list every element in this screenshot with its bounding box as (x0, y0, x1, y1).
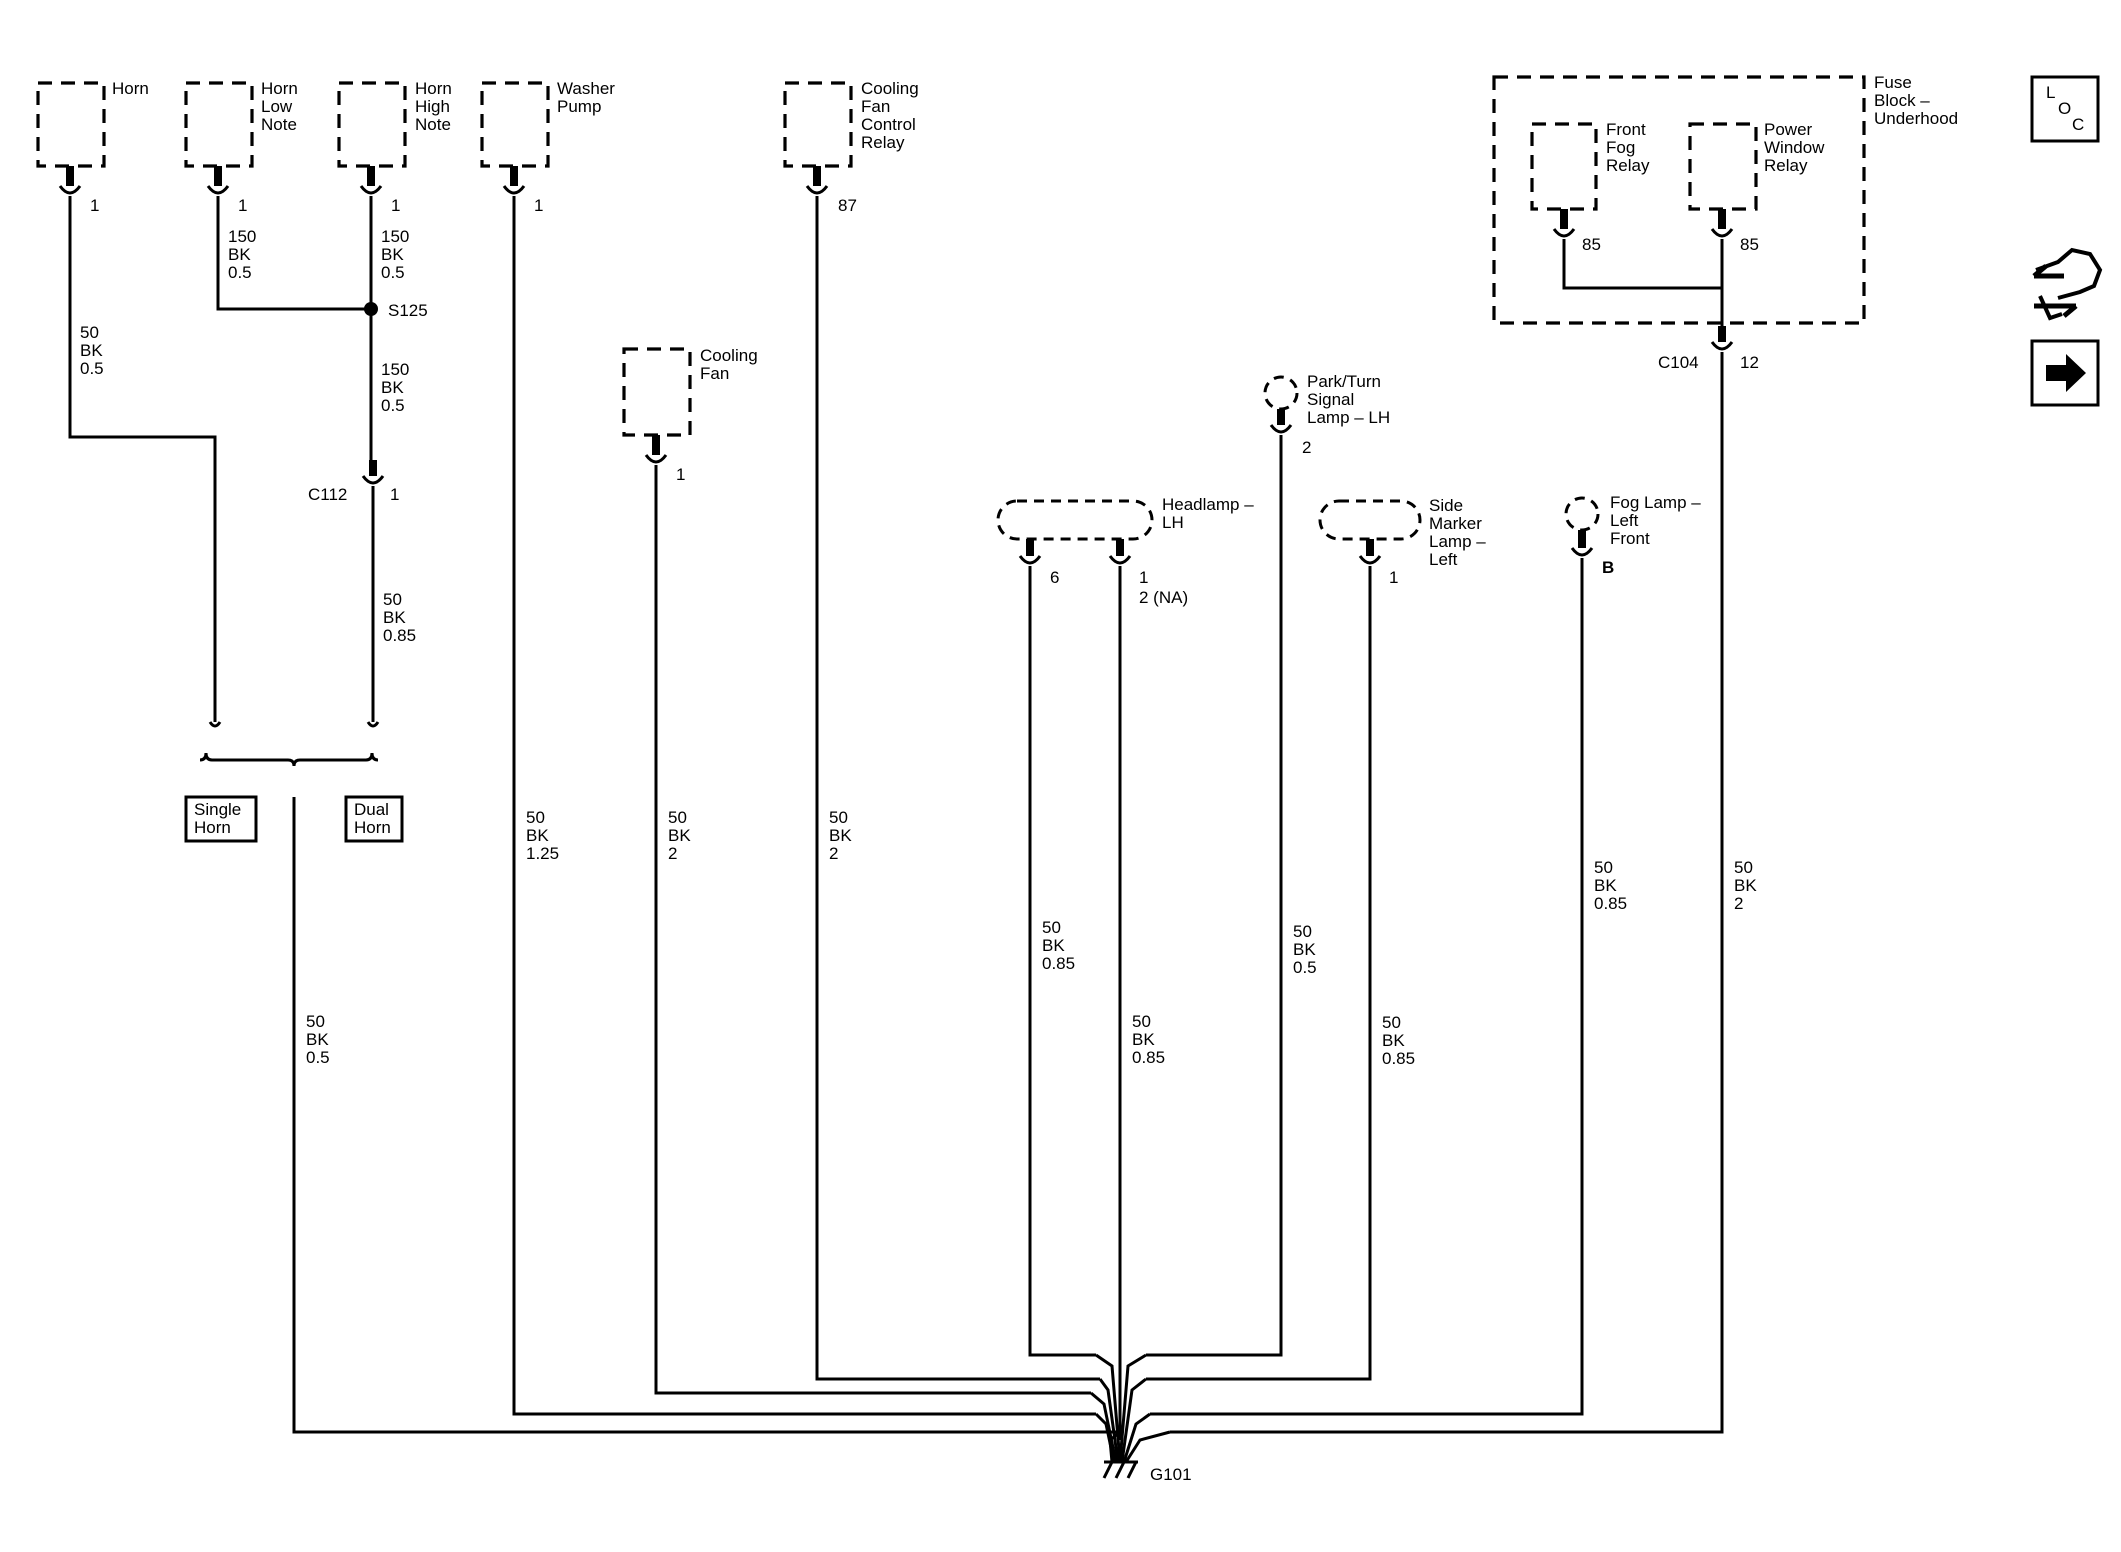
connector-labels: S125 C112 C104 (308, 301, 1699, 504)
cooling-fan-component[interactable]: Cooling Fan (622, 346, 762, 437)
headlamp-pin-b-na: 2 (NA) (1139, 588, 1188, 607)
front-fog-relay-label: Front Fog Relay (1606, 120, 1650, 175)
horn-high-note-pin: 1 (391, 196, 400, 215)
c104-label: C104 (1658, 353, 1699, 372)
s125-label: S125 (388, 301, 428, 320)
horn-pin: 1 (90, 196, 99, 215)
svg-text:L: L (2046, 83, 2055, 102)
washer-pump-label: Washer Pump (557, 79, 620, 116)
ground-g101-label: G101 (1150, 1465, 1192, 1484)
fuse-block-label: Fuse Block – Underhood (1874, 73, 1958, 128)
wire-spec-washer: 50 BK 1.25 (526, 808, 559, 863)
fog-lamp-pin: B (1602, 558, 1614, 577)
wire-spec-fuse-block: 50 BK 2 (1734, 858, 1761, 913)
fuse-block-underhood-component[interactable]: Fuse Block – Underhood (1492, 73, 1958, 325)
loc-icon[interactable]: L O C (2030, 75, 2100, 143)
c112-label: C112 (308, 485, 347, 504)
wire-spec-labels: 50 BK 0.5 150 BK 0.5 150 BK 0.5 150 BK 0… (80, 227, 1761, 1068)
washer-pump-pin: 1 (534, 196, 543, 215)
horn-low-note-pin: 1 (238, 196, 247, 215)
horn-low-note-label: Horn Low Note (261, 79, 303, 134)
cooling-fan-pin: 1 (676, 465, 685, 484)
wire-spec-horn-high: 150 BK 0.5 (381, 227, 414, 282)
park-turn-lamp-pin: 2 (1302, 438, 1311, 457)
c104-pin: 12 (1740, 353, 1759, 372)
front-fog-relay-component[interactable]: Front Fog Relay (1530, 120, 1650, 211)
wire-spec-cooling-fan: 50 BK 2 (668, 808, 695, 863)
wire-spec-fog-lamp: 50 BK 0.85 (1594, 858, 1627, 913)
wire-spec-side-marker: 50 BK 0.85 (1382, 1013, 1415, 1068)
power-window-relay-component[interactable]: Power Window Relay (1688, 120, 1829, 211)
front-fog-relay-pin: 85 (1582, 235, 1601, 254)
wire-spec-headlamp-6: 50 BK 0.85 (1042, 918, 1075, 973)
headlamp-lh-label: Headlamp – LH (1162, 495, 1258, 532)
horn-high-note-label: Horn High Note (415, 79, 457, 134)
single-horn-label: Single Horn (194, 800, 246, 837)
power-window-relay-pin: 85 (1740, 235, 1759, 254)
side-marker-lamp-label: Side Marker Lamp – Left (1429, 496, 1490, 569)
wire-spec-cooling-relay: 50 BK 2 (829, 808, 856, 863)
wire-spec-c112-out: 50 BK 0.85 (383, 590, 416, 645)
svg-text:O: O (2058, 99, 2071, 118)
dual-horn-option[interactable]: Dual Horn (344, 795, 404, 843)
dual-horn-label: Dual Horn (354, 800, 394, 837)
park-turn-lamp-component[interactable]: Park/Turn Signal Lamp – LH (1263, 372, 1390, 427)
wire-spec-headlamp-1: 50 BK 0.85 (1132, 1012, 1165, 1067)
horn-component[interactable]: Horn (36, 79, 149, 168)
headlamp-pin-a: 6 (1050, 568, 1059, 587)
cooling-fan-control-relay-label: Cooling Fan Control Relay (861, 79, 923, 152)
pin-labels: 1 1 1 1 87 1 2 6 1 2 (NA) 1 B 85 85 12 1 (90, 196, 1759, 607)
headlamp-lh-component[interactable]: Headlamp – LH (996, 495, 1258, 541)
power-window-relay-label: Power Window Relay (1764, 120, 1829, 175)
wire-spec-s125-out: 150 BK 0.5 (381, 360, 414, 415)
cooling-fan-label: Cooling Fan (700, 346, 762, 383)
headlamp-pin-b: 1 (1139, 568, 1148, 587)
hands-schematic-icon[interactable] (2032, 247, 2103, 321)
svg-text:C: C (2072, 115, 2084, 134)
single-horn-option[interactable]: Single Horn (184, 795, 258, 843)
side-marker-lamp-component[interactable]: Side Marker Lamp – Left (1318, 496, 1490, 569)
cooling-fan-control-relay-pin: 87 (838, 196, 857, 215)
horn-low-note-component[interactable]: Horn Low Note (184, 79, 303, 168)
fog-lamp-component[interactable]: Fog Lamp – Left Front (1564, 493, 1705, 548)
washer-pump-component[interactable]: Washer Pump (480, 79, 620, 168)
right-arrow-icon[interactable] (2030, 339, 2100, 407)
s125-splice-dot (364, 302, 378, 316)
side-marker-lamp-pin: 1 (1389, 568, 1398, 587)
ground-g101-symbol[interactable]: G101 (1102, 1460, 1192, 1484)
horn-label: Horn (112, 79, 149, 98)
park-turn-lamp-label: Park/Turn Signal Lamp – LH (1307, 372, 1390, 427)
terminal-symbols (58, 166, 1734, 565)
wiring (68, 196, 1724, 1463)
wire-spec-horn-low: 150 BK 0.5 (228, 227, 261, 282)
cooling-fan-control-relay-component[interactable]: Cooling Fan Control Relay (783, 79, 923, 168)
wire-spec-horn-ground: 50 BK 0.5 (306, 1012, 333, 1067)
c112-pin: 1 (390, 485, 399, 504)
wire-spec-park-turn: 50 BK 0.5 (1293, 922, 1320, 977)
fog-lamp-label: Fog Lamp – Left Front (1610, 493, 1705, 548)
horn-high-note-component[interactable]: Horn High Note (337, 79, 457, 168)
wire-spec-horn-main: 50 BK 0.5 (80, 323, 107, 378)
